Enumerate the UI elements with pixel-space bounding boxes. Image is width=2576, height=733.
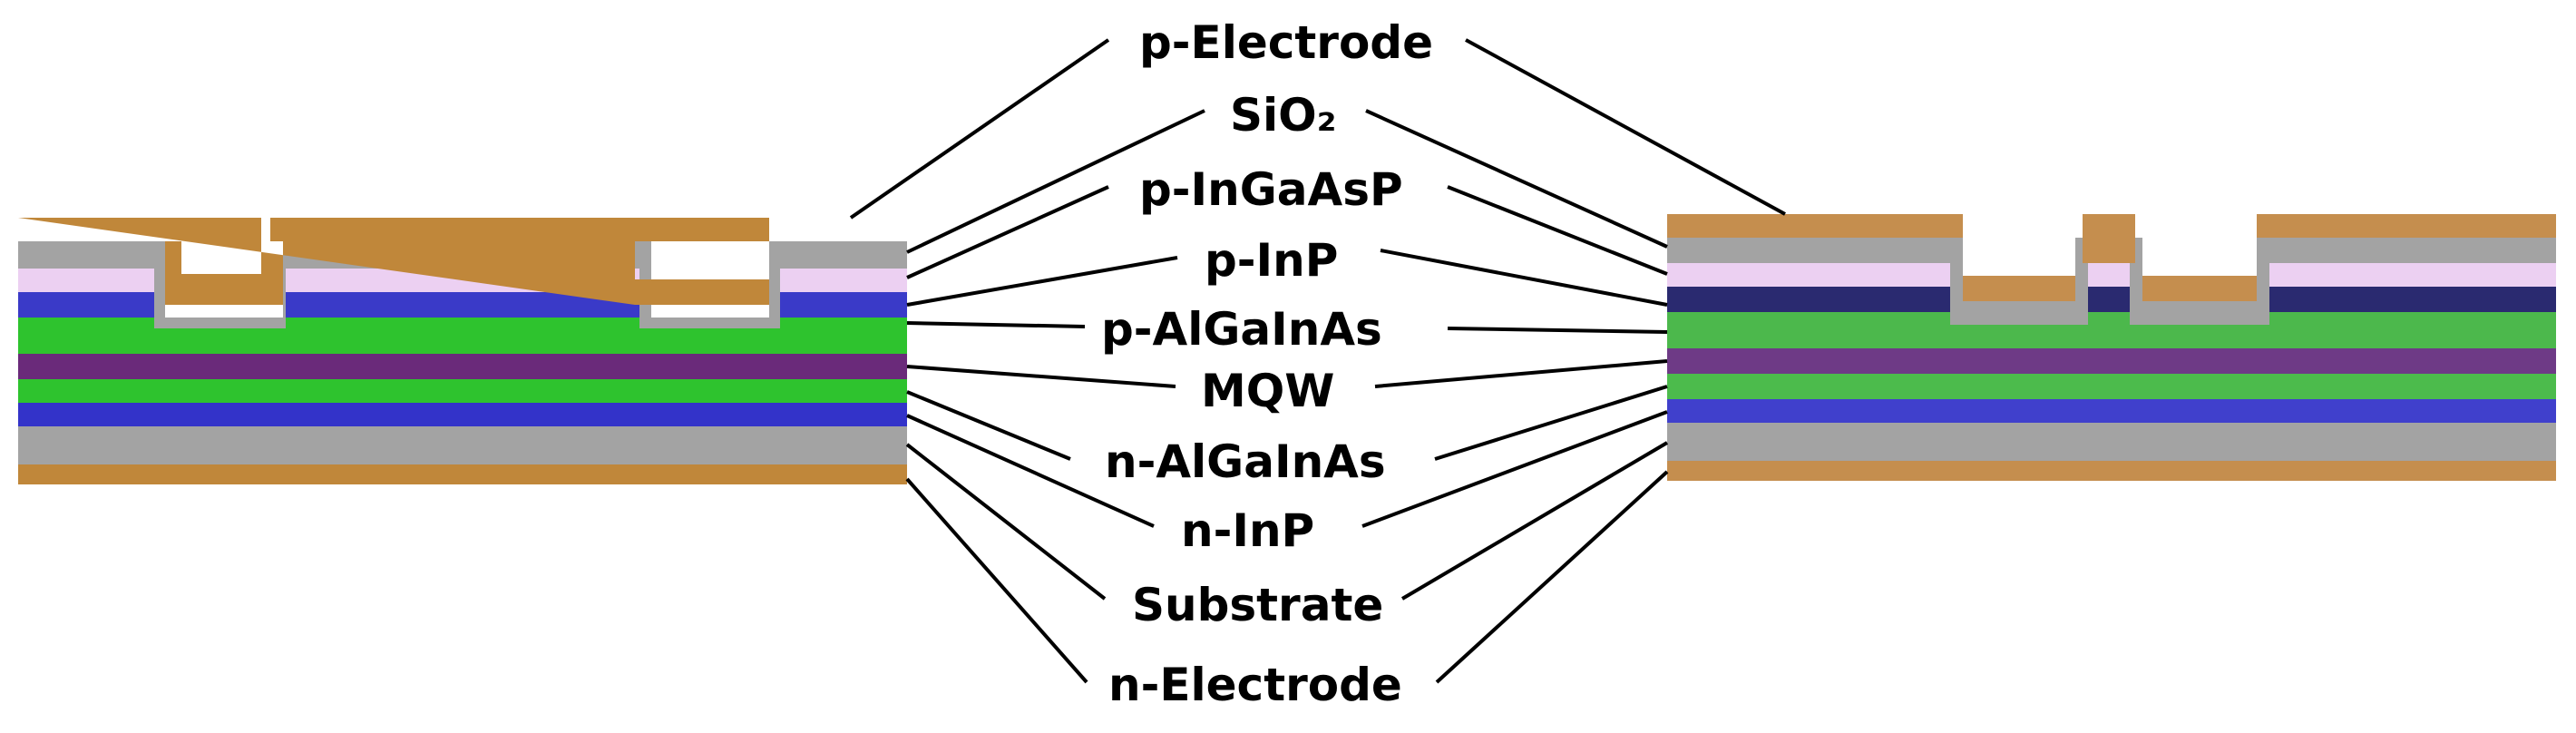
label-mqw: MQW (1201, 365, 1334, 417)
left-p-inp-layer (780, 292, 907, 318)
leader-line-p-electrode-right (1465, 38, 1786, 216)
leader-line-sio2-right (1365, 109, 1668, 249)
leader-line-n-electrode-right (1435, 470, 1669, 684)
left-p-ingaasp-layer (18, 269, 154, 292)
right-mqw-layer (1667, 348, 2556, 374)
left-n-electrode-layer (18, 464, 907, 484)
leader-line-p-ingaasp-left (906, 185, 1109, 279)
right-p-algainas-layer (1667, 312, 2556, 348)
leader-line-substrate-right (1400, 441, 1669, 601)
right-p-ingaasp-layer (2088, 263, 2130, 287)
left-n-inp-layer (18, 403, 907, 426)
label-p-ingaasp: p-InGaAsP (1139, 163, 1403, 216)
label-substrate: Substrate (1132, 579, 1383, 631)
label-n-inp: n-InP (1181, 504, 1314, 557)
leader-line-substrate-left (905, 443, 1107, 601)
leader-line-p-ingaasp-right (1447, 185, 1668, 276)
left-mqw-layer (18, 354, 907, 379)
right-p-inp-layer (2269, 287, 2556, 312)
label-p-electrode: p-Electrode (1139, 16, 1433, 69)
left-n-algainas-layer (18, 379, 907, 403)
right-sio2-layer (1667, 238, 2556, 325)
right-p-ingaasp-layer (1667, 263, 1950, 287)
leader-line-sio2-left (906, 109, 1205, 254)
left-p-ingaasp-layer (780, 269, 907, 292)
left-p-inp-layer (18, 292, 154, 318)
right-p-electrode-layer (1667, 214, 2556, 301)
leader-line-mqw-right (1374, 359, 1668, 388)
right-substrate-layer (1667, 423, 2556, 461)
leader-line-p-inp-left (906, 256, 1178, 307)
leader-line-n-inp-right (1361, 410, 1668, 528)
right-n-electrode-layer (1667, 461, 2556, 481)
label-p-algainas: p-AlGaInAs (1101, 303, 1382, 356)
right-p-ingaasp-layer (2269, 263, 2556, 287)
label-n-algainas: n-AlGaInAs (1105, 435, 1386, 488)
right-n-inp-layer (1667, 399, 2556, 423)
leader-line-p-inp-right (1380, 249, 1668, 307)
left-device-cross-section (18, 218, 907, 484)
right-p-inp-layer (1667, 287, 1950, 312)
left-p-electrode-layer (18, 218, 769, 305)
leader-lines (849, 38, 1786, 684)
right-n-algainas-layer (1667, 374, 2556, 399)
leader-line-n-algainas-left (906, 390, 1071, 461)
leader-line-n-electrode-left (905, 477, 1088, 684)
right-p-inp-layer (2088, 287, 2130, 312)
leader-line-mqw-left (906, 365, 1176, 388)
leader-line-p-algainas-left (906, 321, 1086, 328)
leader-line-n-algainas-right (1434, 385, 1668, 461)
label-sio2: SiO₂ (1230, 89, 1337, 142)
layer-labels: p-Electrode SiO₂ p-InGaAsP p-InP p-AlGaI… (1101, 16, 1433, 711)
right-device-cross-section (1667, 214, 2556, 481)
label-p-inp: p-InP (1205, 234, 1338, 287)
leader-line-p-electrode-left (849, 38, 1110, 220)
leader-line-n-inp-left (906, 414, 1155, 528)
label-n-electrode: n-Electrode (1108, 659, 1402, 711)
leader-line-p-algainas-right (1447, 327, 1668, 334)
left-substrate-layer (18, 426, 907, 464)
